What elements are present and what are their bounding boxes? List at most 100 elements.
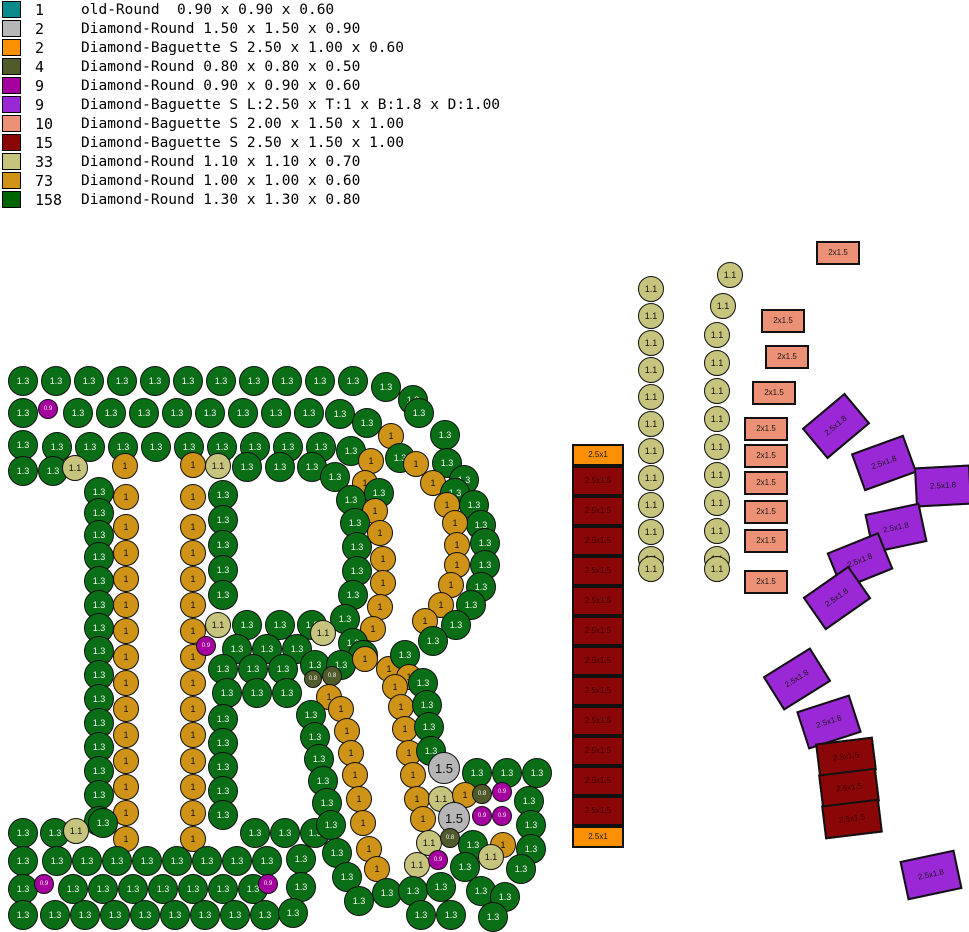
- gem-stone-round[interactable]: 1.3: [506, 854, 536, 884]
- gem-stone-baguette[interactable]: 2.5x1: [572, 826, 624, 848]
- gem-stone-baguette[interactable]: 2.5x1.8: [850, 434, 918, 492]
- gem-stone-baguette[interactable]: 2.5x1.5: [572, 676, 624, 706]
- gem-stone-round[interactable]: 1.1: [404, 852, 430, 878]
- gem-stone-round[interactable]: 1: [400, 762, 426, 788]
- gem-stone-round[interactable]: 1.3: [74, 366, 104, 396]
- gem-stone-round[interactable]: 1: [352, 646, 378, 672]
- gem-stone-round[interactable]: 1: [328, 696, 354, 722]
- gem-stone-baguette[interactable]: 2x1.5: [744, 500, 788, 524]
- gem-stone-round[interactable]: 1.3: [41, 366, 71, 396]
- gem-stone-round[interactable]: 1.3: [96, 398, 126, 428]
- gem-stone-round[interactable]: 1.3: [58, 874, 88, 904]
- gem-stone-round[interactable]: 1.1: [704, 378, 730, 404]
- gem-stone-round[interactable]: 1.3: [232, 452, 262, 482]
- gem-stone-round[interactable]: 1.3: [352, 408, 382, 438]
- gem-stone-round[interactable]: 1.3: [70, 900, 100, 930]
- gem-stone-round[interactable]: 1.3: [220, 900, 250, 930]
- gem-stone-round[interactable]: 0.9: [38, 399, 58, 419]
- gem-stone-round[interactable]: 1.3: [406, 900, 436, 930]
- gem-stone-round[interactable]: 1.3: [8, 818, 38, 848]
- gem-stone-round[interactable]: 1.3: [228, 398, 258, 428]
- gem-stone-round[interactable]: 1.1: [638, 330, 664, 356]
- gem-stone-round[interactable]: 1.3: [426, 872, 456, 902]
- gem-stone-baguette[interactable]: 2.5x1.5: [572, 796, 624, 826]
- gem-stone-round[interactable]: 1.1: [704, 322, 730, 348]
- gem-stone-round[interactable]: 1.1: [704, 350, 730, 376]
- gem-stone-round[interactable]: 1: [370, 546, 396, 572]
- gem-stone-round[interactable]: 1.3: [206, 366, 236, 396]
- gem-stone-round[interactable]: 1: [370, 570, 396, 596]
- gem-stone-round[interactable]: 1.3: [8, 366, 38, 396]
- gem-stone-round[interactable]: 1.3: [107, 366, 137, 396]
- gem-stone-round[interactable]: 1.3: [272, 678, 302, 708]
- gem-stone-round[interactable]: 0.8: [322, 666, 342, 686]
- gem-stone-round[interactable]: 1: [403, 451, 429, 477]
- gem-stone-round[interactable]: 1.3: [118, 874, 148, 904]
- gem-stone-round[interactable]: 1.3: [102, 846, 132, 876]
- gem-stone-round[interactable]: 1.3: [436, 900, 466, 930]
- gem-stone-round[interactable]: 1.3: [100, 900, 130, 930]
- gem-stone-round[interactable]: 1.1: [310, 620, 336, 646]
- gem-stone-round[interactable]: 0.9: [258, 874, 278, 894]
- gem-stone-round[interactable]: 1: [180, 540, 206, 566]
- gem-stone-round[interactable]: 1: [438, 572, 464, 598]
- gem-stone-round[interactable]: 1.3: [173, 366, 203, 396]
- gem-stone-round[interactable]: 1.1: [638, 303, 664, 329]
- gem-stone-round[interactable]: 1.3: [371, 372, 401, 402]
- gem-stone-round[interactable]: 1.1: [638, 465, 664, 491]
- gem-stone-round[interactable]: 1.3: [190, 900, 220, 930]
- gem-stone-round[interactable]: 1.3: [294, 398, 324, 428]
- gem-stone-round[interactable]: 1: [388, 694, 414, 720]
- gem-stone-round[interactable]: 1.3: [132, 846, 162, 876]
- gem-stone-round[interactable]: 1.1: [478, 844, 504, 870]
- gem-stone-round[interactable]: 1: [113, 484, 139, 510]
- gem-stone-round[interactable]: 1.3: [208, 874, 238, 904]
- gem-stone-round[interactable]: 1: [180, 800, 206, 826]
- gem-stone-round[interactable]: 1.3: [338, 366, 368, 396]
- gem-stone-round[interactable]: 1.3: [42, 846, 72, 876]
- gem-stone-round[interactable]: 1.3: [305, 366, 335, 396]
- gem-stone-round[interactable]: 1.1: [717, 262, 743, 288]
- gem-stone-round[interactable]: 1.3: [265, 452, 295, 482]
- gem-stone-round[interactable]: 1.3: [286, 872, 316, 902]
- gem-stone-baguette[interactable]: 2x1.5: [765, 345, 809, 369]
- gem-stone-round[interactable]: 1: [180, 566, 206, 592]
- gem-stone-round[interactable]: 1.1: [638, 519, 664, 545]
- gem-stone-round[interactable]: 1.3: [325, 399, 355, 429]
- gem-stone-round[interactable]: 1.3: [88, 874, 118, 904]
- gem-stone-round[interactable]: 1: [113, 826, 139, 852]
- gem-stone-round[interactable]: 1.1: [205, 453, 231, 479]
- gem-stone-round[interactable]: 0.9: [196, 636, 216, 656]
- gem-stone-round[interactable]: 1: [367, 594, 393, 620]
- gem-stone-round[interactable]: 1: [113, 514, 139, 540]
- gem-stone-round[interactable]: 1.1: [638, 276, 664, 302]
- gem-stone-round[interactable]: 1.1: [704, 406, 730, 432]
- gem-stone-baguette[interactable]: 2.5x1.5: [572, 706, 624, 736]
- gem-stone-round[interactable]: 1.3: [208, 800, 238, 830]
- gem-stone-round[interactable]: 0.8: [472, 784, 492, 804]
- gem-stone-baguette[interactable]: 2.5x1.5: [572, 616, 624, 646]
- gem-stone-round[interactable]: 1: [410, 806, 436, 832]
- gem-stone-baguette[interactable]: 2x1.5: [744, 444, 788, 468]
- gem-stone-round[interactable]: 1.3: [208, 580, 238, 610]
- gem-stone-round[interactable]: 1: [113, 722, 139, 748]
- gem-stone-round[interactable]: 1.3: [8, 398, 38, 428]
- gem-stone-baguette[interactable]: 2.5x1.5: [572, 736, 624, 766]
- gem-stone-round[interactable]: 1: [180, 484, 206, 510]
- gem-stone-round[interactable]: 1: [180, 748, 206, 774]
- gem-stone-round[interactable]: 1.3: [8, 456, 38, 486]
- gem-stone-round[interactable]: 1.3: [239, 366, 269, 396]
- gem-stone-round[interactable]: 1: [113, 696, 139, 722]
- gem-stone-round[interactable]: 1.3: [141, 432, 171, 462]
- gem-stone-baguette[interactable]: 2x1.5: [816, 241, 860, 265]
- gem-stone-round[interactable]: 1.3: [63, 398, 93, 428]
- gem-stone-round[interactable]: 1.3: [286, 844, 316, 874]
- gem-stone-round[interactable]: 1.1: [638, 411, 664, 437]
- gem-stone-round[interactable]: 1: [113, 592, 139, 618]
- gem-stone-round[interactable]: 1.1: [704, 518, 730, 544]
- gem-stone-round[interactable]: 1: [113, 774, 139, 800]
- gem-stone-round[interactable]: 1.1: [63, 818, 89, 844]
- gem-stone-round[interactable]: 1.3: [129, 398, 159, 428]
- gem-stone-round[interactable]: 1: [364, 856, 390, 882]
- gem-stone-round[interactable]: 1.3: [88, 808, 118, 838]
